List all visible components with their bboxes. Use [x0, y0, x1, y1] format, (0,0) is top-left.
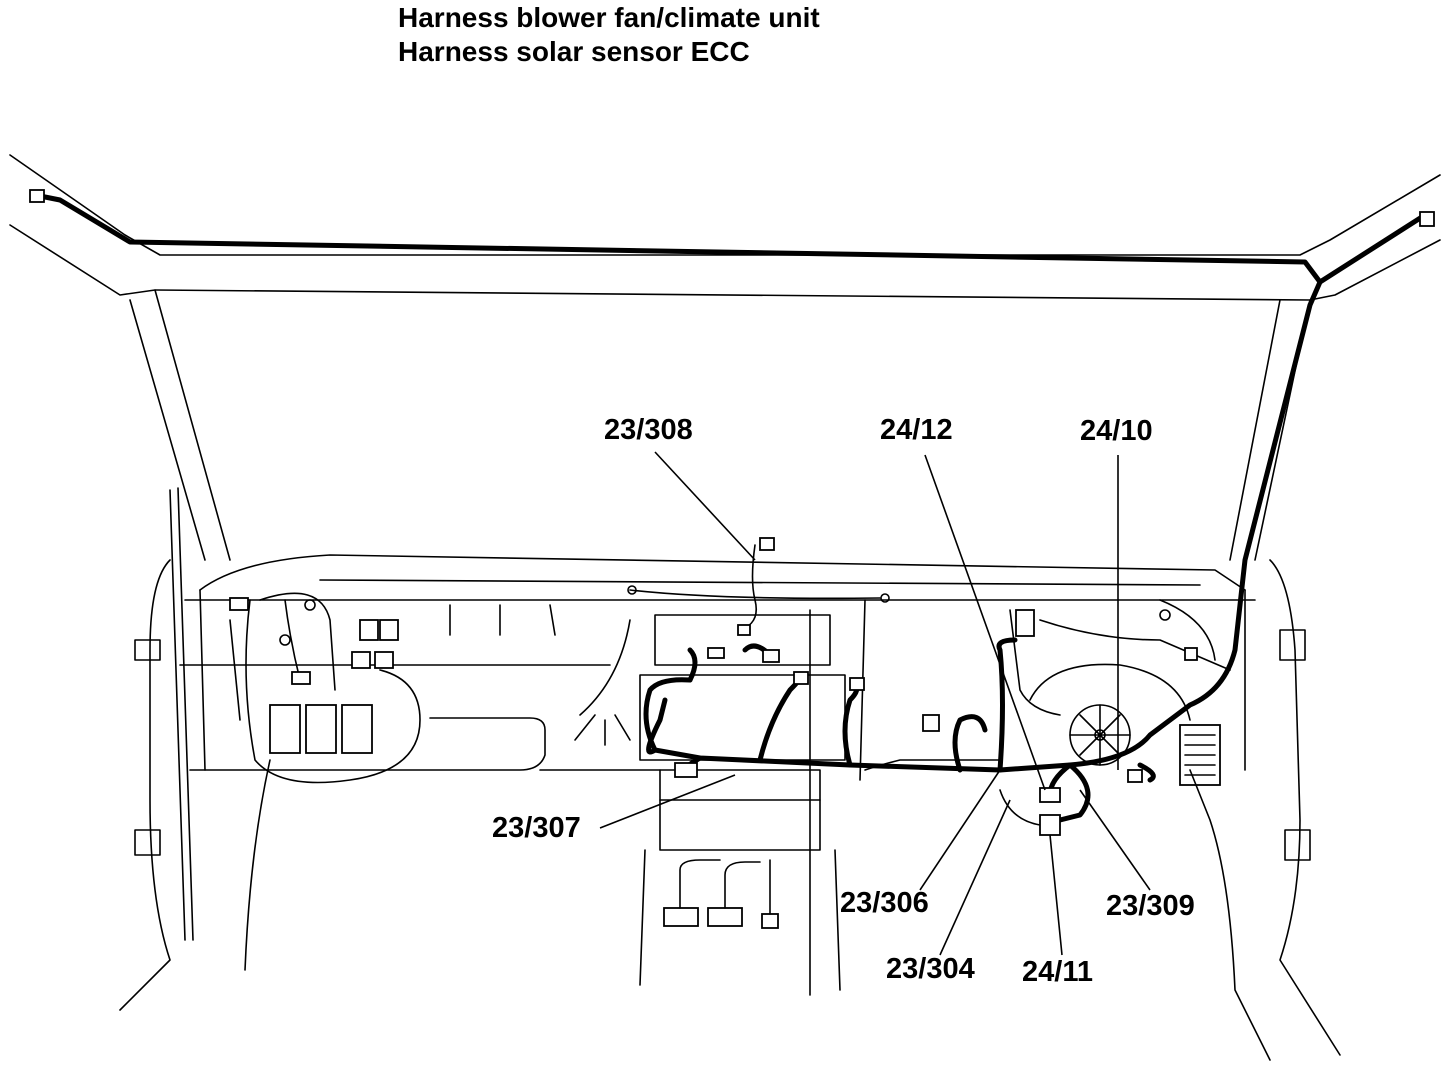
callout-leaders [599, 451, 1151, 956]
callout-23-308: 23/308 [604, 414, 693, 446]
connector-left [229, 597, 249, 611]
connector-24-12 [922, 714, 940, 732]
connectors [29, 189, 1435, 836]
connector-23-308 [759, 537, 775, 551]
solar-sensor-branch [627, 544, 890, 629]
blower-unit [999, 599, 1271, 1061]
connector-left-b [291, 671, 311, 685]
main-harness [32, 192, 1428, 823]
callout-24-11: 24/11 [1022, 956, 1093, 988]
connector-centre-c [707, 647, 725, 659]
diagram-title: Harness blower fan/climate unit [398, 2, 820, 33]
dashboard-outline [119, 487, 1341, 1056]
windshield-frame [9, 154, 1441, 561]
connector-right-pillar [1419, 211, 1435, 227]
left-relays [229, 592, 556, 971]
centre-console [639, 599, 866, 996]
connector-centre [849, 677, 865, 691]
connector-centre-d [762, 649, 780, 663]
connector-left-pillar [29, 189, 45, 203]
connector-23-307 [674, 762, 698, 778]
callout-23-304: 23/304 [886, 953, 975, 985]
callout-23-307: 23/307 [492, 812, 581, 844]
connector-centre-b [793, 671, 809, 685]
connector-23-306 [1039, 787, 1061, 803]
callout-23-309: 23/309 [1106, 890, 1195, 922]
callout-24-12: 24/12 [880, 414, 953, 446]
connector-24-11 [1039, 814, 1061, 836]
diagram-subtitle: Harness solar sensor ECC [398, 36, 750, 67]
connector-23-309 [1127, 769, 1143, 783]
callout-24-10: 24/10 [1080, 415, 1153, 447]
connector-solar-sensor [737, 624, 751, 636]
left-vent [574, 619, 631, 746]
callout-23-306: 23/306 [840, 887, 929, 919]
